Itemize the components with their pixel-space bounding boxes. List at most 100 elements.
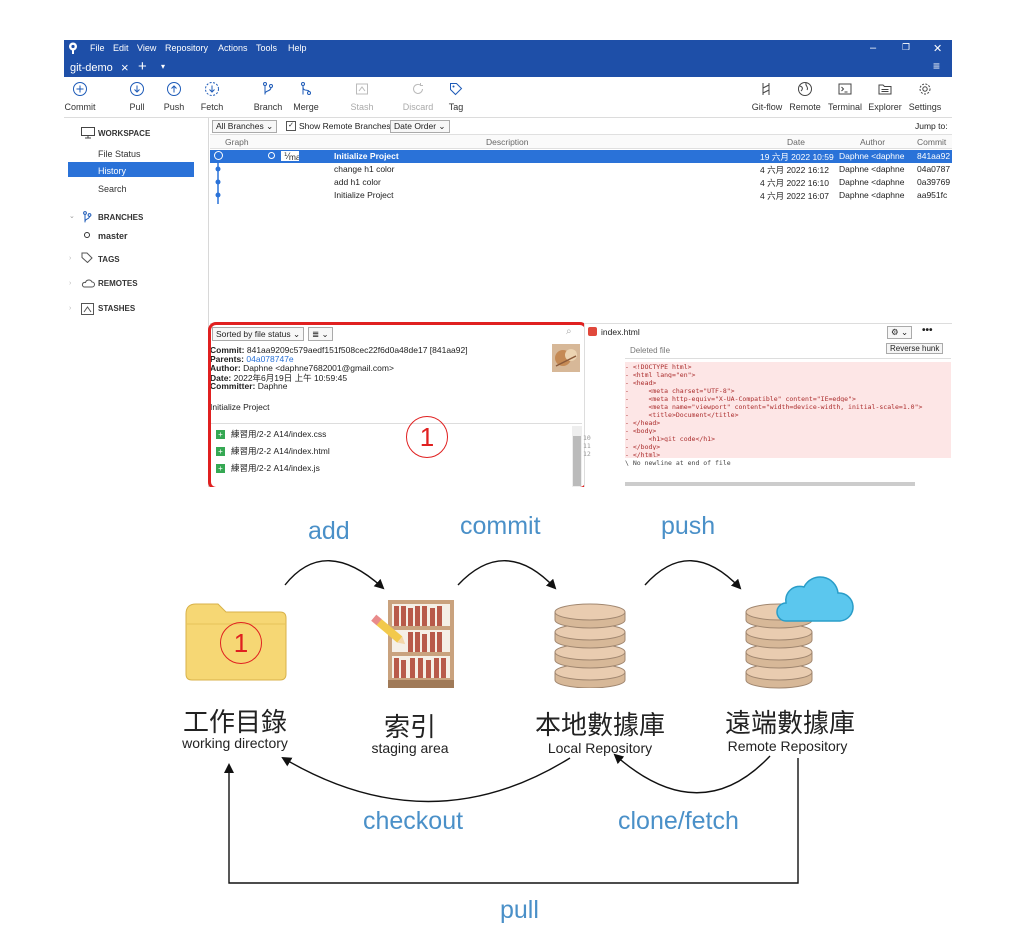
show-remote-checkbox[interactable]: ✓: [286, 121, 296, 131]
app-logo-icon: [69, 42, 77, 54]
col-author[interactable]: Author: [860, 137, 886, 147]
node-working-directory-en: working directory: [182, 735, 288, 751]
commit-date: 4 六月 2022 16:07: [760, 191, 829, 201]
chevron-down-icon[interactable]: ⌄: [69, 213, 75, 220]
menu-edit[interactable]: Edit: [113, 43, 129, 53]
branch-name: master: [288, 152, 299, 161]
diff-horizontal-scrollbar[interactable]: [625, 482, 915, 486]
more-options-icon[interactable]: •••: [922, 325, 933, 336]
parents-link[interactable]: 04a078747e: [246, 354, 294, 364]
sort-dropdown[interactable]: Sorted by file status ⌄: [212, 327, 305, 341]
explorer-button[interactable]: Explorer: [865, 81, 905, 112]
file-list-scrollbar[interactable]: [572, 426, 582, 487]
settings-button[interactable]: Settings: [905, 81, 945, 112]
all-branches-dropdown[interactable]: All Branches ⌄: [212, 120, 278, 133]
sidebar-branch-master[interactable]: master: [98, 231, 128, 241]
pull-label: pull: [500, 896, 539, 924]
reverse-hunk-button[interactable]: Reverse hunk: [886, 343, 944, 354]
push-arrow: [644, 560, 742, 590]
chevron-right-icon[interactable]: ›: [69, 280, 72, 287]
head-marker-icon: [268, 152, 275, 159]
stash-button[interactable]: Stash: [342, 81, 382, 112]
col-commit[interactable]: Commit: [917, 137, 947, 147]
fetch-button[interactable]: Fetch: [192, 81, 232, 112]
commit-label: commit: [460, 512, 541, 540]
branch-label-master: ⅟ master: [281, 151, 299, 161]
branch-button[interactable]: Branch: [248, 81, 288, 112]
menu-tools[interactable]: Tools: [256, 43, 278, 53]
step-badge: 1: [406, 416, 448, 458]
minimize-icon[interactable]: –: [870, 42, 877, 54]
menu-view[interactable]: View: [137, 43, 157, 53]
file-list-item[interactable]: +練習用/2-2 A14/index.css: [216, 428, 326, 440]
diff-line: - <!DOCTYPE html>: [625, 362, 951, 372]
commit-description: add h1 color: [334, 177, 381, 187]
sidebar-branches[interactable]: BRANCHES: [98, 213, 144, 222]
settings-label: Settings: [908, 102, 942, 112]
menu-help[interactable]: Help: [288, 43, 307, 53]
col-description[interactable]: Description: [486, 137, 529, 147]
close-window-icon[interactable]: ✕: [933, 43, 943, 55]
commit-row[interactable]: ⅟ master Initialize Project 19 六月 2022 1…: [210, 150, 952, 163]
branch-icon: [83, 211, 92, 223]
tab-git-demo[interactable]: git-demo: [70, 62, 113, 74]
pull-button[interactable]: Pull: [117, 81, 157, 112]
discard-button[interactable]: Discard: [398, 81, 438, 112]
commit-hash: 0a39769: [917, 177, 951, 187]
stash-icon: [81, 303, 94, 315]
diff-line: - <h1>git code</h1>: [625, 434, 951, 444]
restore-icon[interactable]: ❐: [902, 42, 911, 52]
commit-row[interactable]: change h1 color 4 六月 2022 16:12 Daphne <…: [210, 163, 952, 176]
git-flow-button[interactable]: Git-flow: [747, 81, 787, 112]
commit-date: 19 六月 2022 10:59: [760, 152, 834, 162]
chevron-right-icon[interactable]: ›: [69, 305, 72, 312]
author-field-value: Daphne <daphne7682001@gmail.com>: [243, 363, 394, 373]
diff-status: Deleted file: [630, 346, 671, 355]
terminal-button[interactable]: Terminal: [825, 81, 865, 112]
diff-options-dropdown[interactable]: ⚙ ⌄: [887, 326, 913, 339]
menu-file[interactable]: File: [90, 43, 105, 53]
close-tab-icon[interactable]: ×: [121, 60, 129, 75]
commit-row[interactable]: Initialize Project 4 六月 2022 16:07 Daphn…: [210, 189, 952, 202]
commit-button[interactable]: Commit: [64, 81, 100, 112]
col-graph[interactable]: Graph: [225, 137, 249, 147]
sidebar-stashes[interactable]: STASHES: [98, 304, 136, 313]
sidebar-item-search[interactable]: Search: [98, 184, 127, 194]
commit-row[interactable]: add h1 color 4 六月 2022 16:10 Daphne <dap…: [210, 176, 952, 189]
deleted-file-icon: [588, 327, 597, 336]
sidebar-workspace[interactable]: WORKSPACE: [98, 129, 151, 138]
diff-line: - <meta name="viewport" content="width=d…: [625, 402, 951, 412]
sidebar-remotes[interactable]: REMOTES: [98, 279, 138, 288]
date-order-dropdown[interactable]: Date Order ⌄: [390, 120, 450, 133]
menu-actions[interactable]: Actions: [218, 43, 248, 53]
chevron-right-icon[interactable]: ›: [69, 255, 72, 262]
added-file-icon: +: [216, 447, 225, 457]
jump-to-label: Jump to:: [915, 121, 948, 131]
hamburger-menu-icon[interactable]: ≡: [933, 59, 941, 73]
new-tab-icon[interactable]: +: [138, 58, 147, 75]
menu-repository[interactable]: Repository: [165, 43, 209, 53]
merge-button[interactable]: Merge: [286, 81, 326, 112]
history-filter-bar: All Branches ⌄ ✓ Show Remote Branches Da…: [210, 118, 952, 135]
pull-icon: [130, 82, 144, 96]
sidebar-item-history[interactable]: History: [98, 166, 127, 176]
commit-arrow: [457, 560, 557, 590]
line-number: 11: [583, 442, 591, 450]
file-list-item[interactable]: +練習用/2-2 A14/index.js: [216, 462, 320, 474]
col-date[interactable]: Date: [787, 137, 805, 147]
tag-label: Tag: [448, 102, 464, 112]
push-button[interactable]: Push: [154, 81, 194, 112]
fetch-icon: [205, 82, 219, 96]
tag-button[interactable]: Tag: [436, 81, 476, 112]
sidebar-tags[interactable]: TAGS: [98, 255, 120, 264]
file-list-item[interactable]: +練習用/2-2 A14/index.html: [216, 445, 330, 457]
merge-icon: [301, 82, 311, 95]
search-icon[interactable]: ⌕: [566, 326, 572, 337]
remote-button[interactable]: Remote: [785, 81, 825, 112]
commit-graph: [215, 160, 221, 204]
commit-icon: [73, 82, 87, 96]
checkout-arrow: [281, 756, 571, 803]
tab-dropdown-icon[interactable]: ▾: [161, 62, 166, 71]
view-mode-dropdown[interactable]: ≣ ⌄: [308, 327, 333, 341]
sidebar-item-file-status[interactable]: File Status: [98, 149, 141, 159]
